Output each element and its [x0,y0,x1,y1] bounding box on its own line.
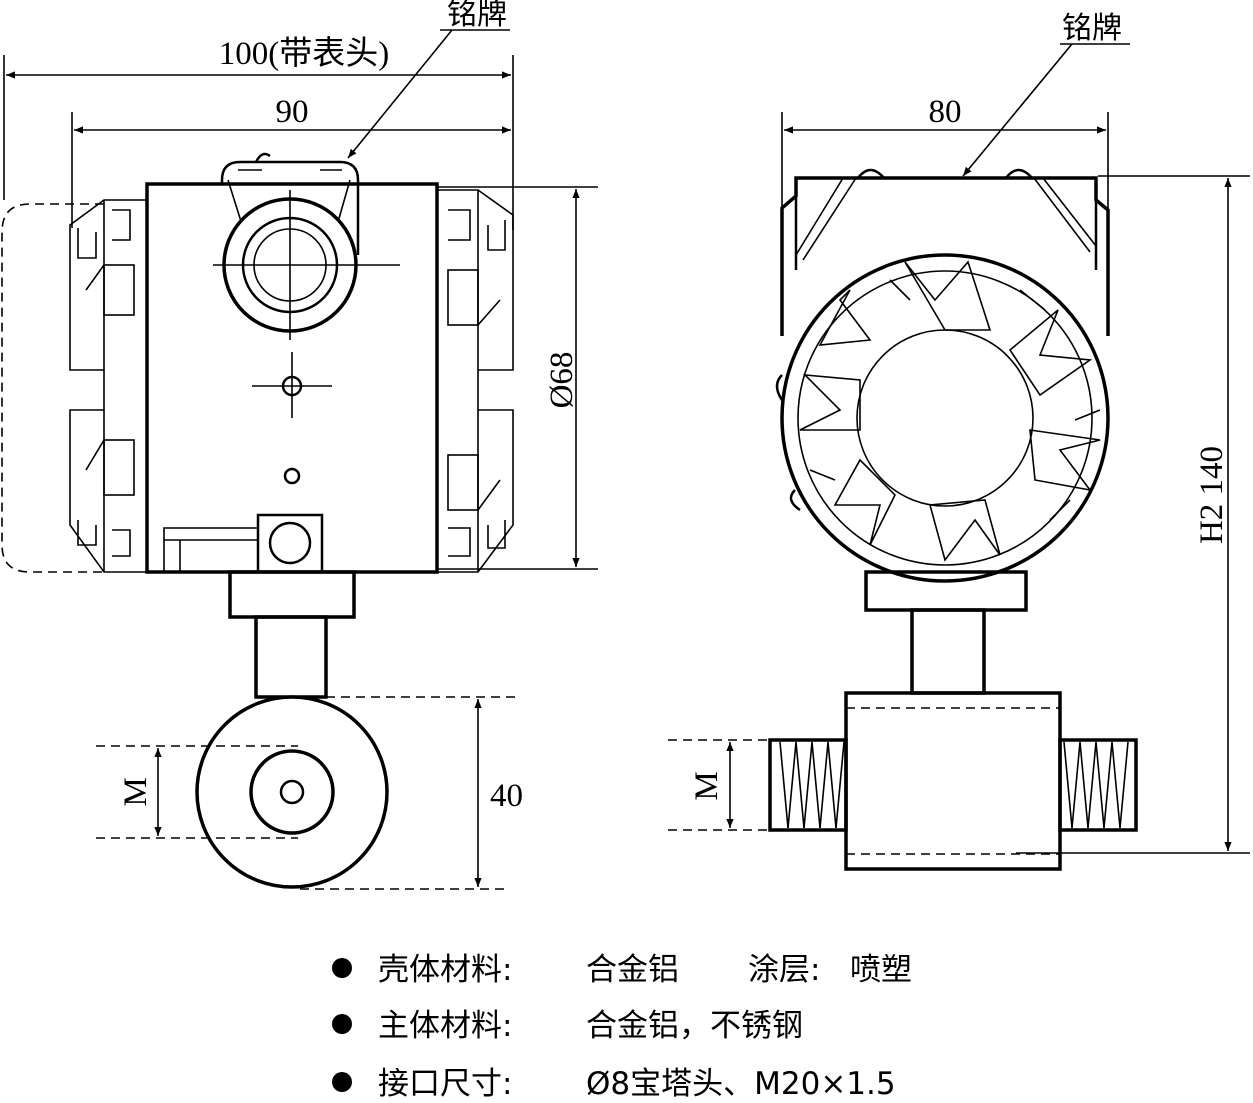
spec-label-secondary: 涂层: [748,952,820,988]
dimension-thread-side: M [668,739,770,831]
dimension-diameter-label: Ø68 [544,352,580,409]
right-terminal-cover [437,189,514,573]
dimension-body-label: 90 [276,94,309,130]
spec-list: 壳体材料: 合金铝 涂层: 喷塑 主体材料: 合金铝，不锈钢 接口尺寸: Ø8宝… [332,952,912,1102]
bullet-icon [332,1072,352,1092]
side-process-block [768,691,1138,871]
side-round-cover [775,253,1110,583]
dimension-overall-width: 100(带表头) [3,35,514,230]
nameplate-label-side: 铭牌 [1062,11,1122,46]
spec-label: 主体材料: [378,1008,512,1044]
dimension-thread-front: M [96,745,298,839]
side-neck-stem [910,608,986,695]
nameplate-leader-front: 铭牌 [348,0,510,158]
dimension-overall-label: 100(带表头) [219,35,389,72]
dimension-side-height: H2 140 [1016,175,1250,854]
dimension-side-width-label: 80 [929,94,962,130]
neck-stem [254,615,328,699]
dimension-side-width: 80 [781,94,1109,210]
svg-text:接口尺寸: Ø8宝塔头、M20×1.5: 接口尺寸: Ø8宝塔头、M20×1.5 [378,1066,896,1102]
spec-value-secondary: 喷塑 [850,952,912,988]
spec-item: 接口尺寸: Ø8宝塔头、M20×1.5 [332,1066,896,1102]
spec-item: 主体材料: 合金铝，不锈钢 [332,1008,803,1044]
dimension-bottom-label: 40 [490,778,523,814]
dimension-thread-label-front: M [118,777,154,806]
meter-head-dashed-outline [1,203,104,573]
front-view: 100(带表头) 90 铭牌 Ø68 40 M [1,0,598,890]
spec-value: 合金铝，不锈钢 [586,1008,803,1044]
spec-label: 壳体材料: [378,952,512,988]
mounting-hole [252,352,332,485]
spec-value: 合金铝 [586,952,679,988]
ground-terminal [163,513,324,574]
dimension-thread-label-side: M [689,771,725,800]
left-terminal-cover [69,199,147,573]
side-view: 80 铭牌 H2 140 M [668,11,1250,871]
cable-gland [213,152,400,340]
nameplate-label-front: 铭牌 [447,0,507,32]
side-housing [780,168,1110,336]
dimension-side-height-label: H2 140 [1194,446,1230,544]
spec-item: 壳体材料: 合金铝 涂层: 喷塑 [332,952,912,988]
bullet-icon [332,958,352,978]
neck-flange [228,570,356,619]
svg-text:壳体材料: 合金铝 涂层:: 壳体材料: 合金铝 涂层: 喷塑 [378,952,912,988]
svg-text:主体材料: 合金铝，不锈钢: 主体材料: 合金铝，不锈钢 [378,1008,803,1044]
nameplate-leader-side: 铭牌 [963,11,1130,176]
dimension-bottom-height: 40 [300,696,523,890]
process-connection-front [195,695,389,889]
spec-value: Ø8宝塔头、M20×1.5 [586,1066,896,1102]
dimension-diameter: Ø68 [437,186,598,570]
bullet-icon [332,1014,352,1034]
dimension-body-width: 90 [71,94,511,228]
spec-label: 接口尺寸: [378,1066,512,1102]
